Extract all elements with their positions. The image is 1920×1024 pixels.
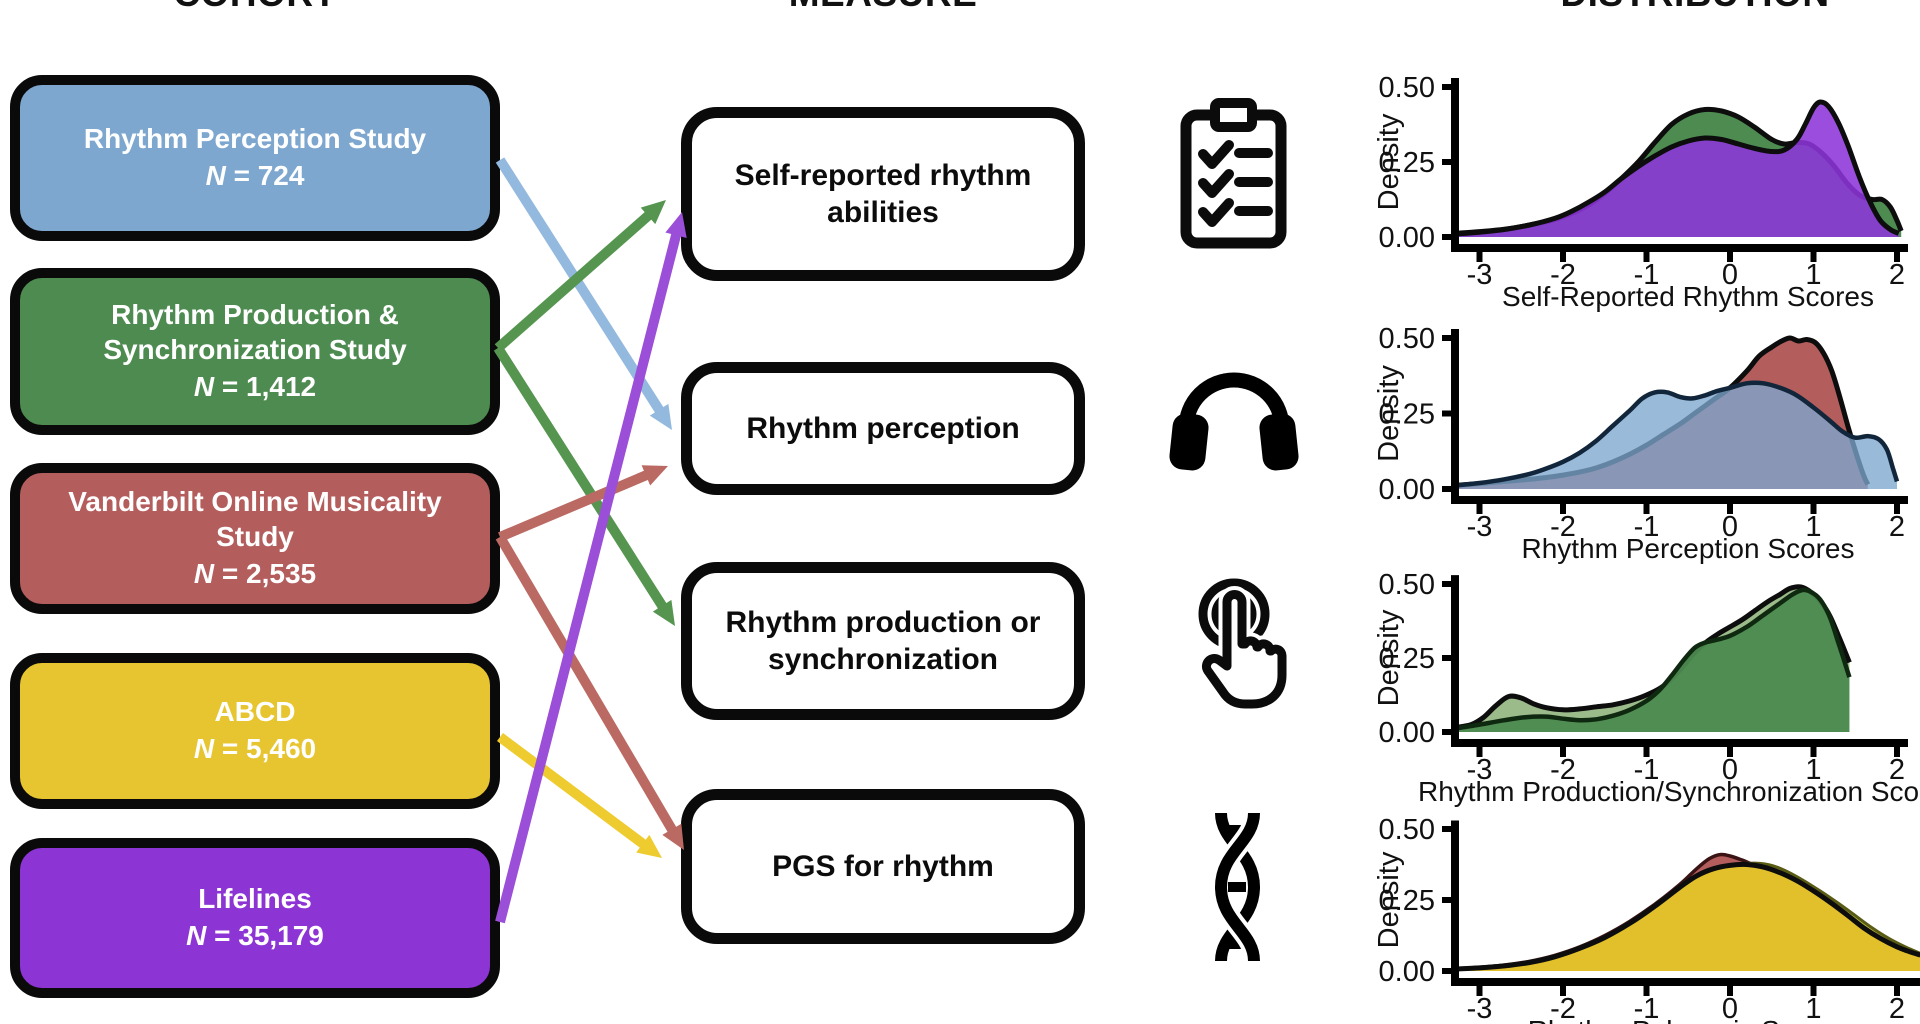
density-area-purple: [1455, 101, 1899, 238]
cohort-box-vanderbilt-online-musicality-study: Vanderbilt Online Musicality Study N = 2…: [10, 463, 500, 614]
measure-box-rhythm-perception: Rhythm perception: [681, 362, 1085, 495]
density-area-olive: [1455, 863, 1920, 971]
checklist-clipboard-icon: [1177, 98, 1290, 257]
cohort-box-rhythm-perception-study: Rhythm Perception Study N = 724: [10, 75, 500, 241]
arrow-rhythm-production-sync-study-to-self-reported-rhythm-abilities: [494, 208, 656, 352]
svg-text:0.50: 0.50: [1379, 814, 1435, 846]
y-axis-label: Density: [1373, 851, 1405, 948]
arrow-abcd-to-pgs-for-rhythm: [497, 732, 651, 852]
svg-text:0.25: 0.25: [1379, 147, 1435, 179]
svg-text:0.50: 0.50: [1379, 323, 1435, 355]
cohort-box-abcd: ABCD N = 5,460: [10, 653, 500, 809]
svg-text:0.00: 0.00: [1379, 956, 1435, 988]
measure-box-pgs-for-rhythm: PGS for rhythm: [681, 789, 1085, 944]
density-area-blue: [1455, 382, 1897, 489]
svg-text:-1: -1: [1634, 511, 1660, 543]
cohort-title: ABCD: [214, 696, 296, 728]
cohort-title: Vanderbilt Online Musicality Study: [68, 486, 442, 553]
density-area-red: [1455, 338, 1868, 489]
svg-text:-2: -2: [1550, 993, 1576, 1024]
cohort-n: N = 35,179: [186, 920, 324, 952]
svg-text:-3: -3: [1467, 511, 1493, 543]
svg-text:-3: -3: [1467, 754, 1493, 786]
y-axis-label: Density: [1373, 365, 1405, 462]
arrow-vanderbilt-online-musicality-study-to-rhythm-perception: [498, 468, 654, 542]
measure-label: Rhythm production or synchronization: [725, 605, 1041, 677]
svg-text:2: 2: [1889, 754, 1905, 786]
arrow-rhythm-perception-study-to-rhythm-perception: [495, 157, 667, 418]
density-area-light-green: [1455, 586, 1850, 732]
cohort-n: N = 5,460: [193, 733, 317, 765]
svg-text:0.00: 0.00: [1379, 474, 1435, 506]
cohort-n: N = 724: [205, 160, 305, 192]
svg-text:-1: -1: [1634, 993, 1660, 1024]
measure-column-header: MEASURE: [789, 0, 978, 15]
svg-text:1: 1: [1805, 259, 1821, 291]
headphones-icon: [1163, 348, 1305, 487]
density-area-green: [1455, 109, 1902, 237]
svg-text:-3: -3: [1467, 259, 1493, 291]
cohort-box-lifelines: Lifelines N = 35,179: [10, 838, 500, 998]
svg-text:-2: -2: [1550, 511, 1576, 543]
x-axis-label: Rhythm Perception Scores: [1521, 533, 1854, 564]
arrow-rhythm-production-sync-study-to-rhythm-production-or-synchronization: [493, 345, 670, 614]
measure-label: PGS for rhythm: [772, 849, 994, 883]
measure-label: Self-reported rhythm abilities: [734, 158, 1032, 230]
svg-text:2: 2: [1889, 993, 1905, 1024]
density-area-dark-green: [1455, 589, 1850, 732]
svg-text:0.00: 0.00: [1379, 222, 1435, 254]
x-axis-label: Rhythm Polygenic Scores: [1528, 1015, 1849, 1024]
density-area-red: [1455, 854, 1920, 971]
tap-gesture-icon: [1185, 570, 1291, 745]
svg-text:-2: -2: [1550, 259, 1576, 291]
svg-text:-1: -1: [1634, 259, 1660, 291]
svg-text:0.25: 0.25: [1379, 399, 1435, 431]
cohort-title: Rhythm Production & Synchronization Stud…: [103, 299, 407, 366]
x-axis-label: Rhythm Production/Synchronization Scores: [1418, 776, 1920, 807]
density-area-yellow: [1455, 864, 1920, 971]
svg-text:1: 1: [1805, 511, 1821, 543]
svg-text:1: 1: [1805, 993, 1821, 1024]
svg-text:-2: -2: [1550, 754, 1576, 786]
arrow-lifelines-to-self-reported-rhythm-abilities: [495, 228, 683, 924]
svg-text:-3: -3: [1467, 993, 1493, 1024]
svg-text:0.50: 0.50: [1379, 72, 1435, 104]
svg-text:0: 0: [1722, 754, 1738, 786]
svg-text:2: 2: [1889, 259, 1905, 291]
measure-box-rhythm-production-or-synchronization: Rhythm production or synchronization: [681, 562, 1085, 720]
arrow-vanderbilt-online-musicality-study-to-pgs-for-rhythm: [495, 534, 680, 838]
dna-helix-icon: [1208, 810, 1266, 970]
svg-text:0: 0: [1722, 259, 1738, 291]
cohort-n: N = 2,535: [193, 558, 317, 590]
svg-text:0.50: 0.50: [1379, 569, 1435, 601]
distribution-column-header: DISTRIBUTION: [1560, 0, 1829, 15]
svg-text:2: 2: [1889, 511, 1905, 543]
svg-text:0: 0: [1722, 993, 1738, 1024]
cohort-n: N = 1,412: [193, 371, 317, 403]
cohort-title: Rhythm Perception Study: [83, 123, 427, 155]
y-axis-label: Density: [1373, 609, 1405, 706]
svg-text:0.25: 0.25: [1379, 885, 1435, 917]
svg-text:0.25: 0.25: [1379, 643, 1435, 675]
svg-text:-1: -1: [1634, 754, 1660, 786]
cohort-title: Lifelines: [198, 883, 312, 915]
cohort-column-header: COHORT: [173, 0, 336, 15]
measure-box-self-reported-rhythm-abilities: Self-reported rhythm abilities: [681, 107, 1085, 281]
cohort-box-rhythm-production-sync-study: Rhythm Production & Synchronization Stud…: [10, 268, 500, 435]
measure-label: Rhythm perception: [746, 411, 1020, 445]
svg-text:0: 0: [1722, 511, 1738, 543]
svg-text:0.00: 0.00: [1379, 717, 1435, 749]
svg-text:1: 1: [1805, 754, 1821, 786]
y-axis-label: Density: [1373, 113, 1405, 210]
x-axis-label: Self-Reported Rhythm Scores: [1502, 281, 1874, 312]
